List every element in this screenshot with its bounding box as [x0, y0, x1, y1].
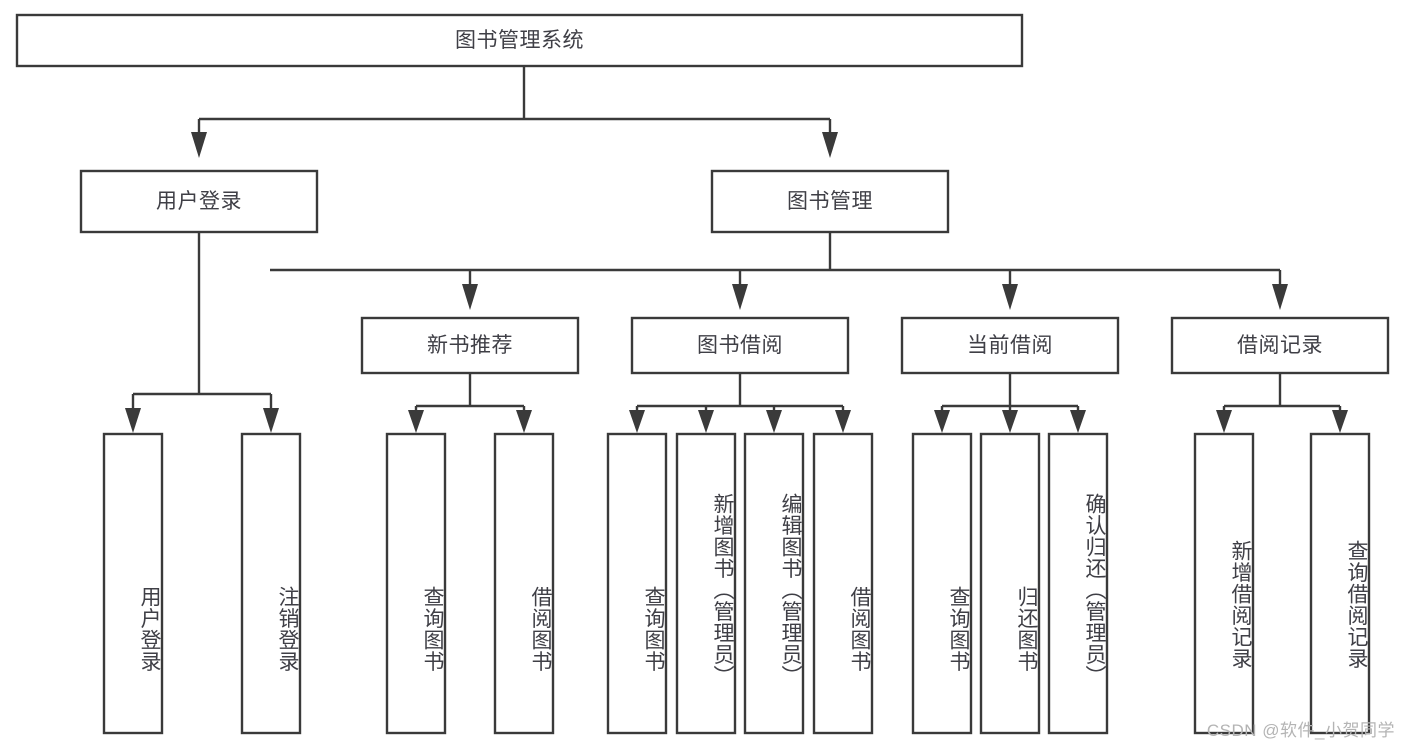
arrowhead-br-leaf-1 — [1216, 410, 1232, 433]
leaf-box-logout[interactable] — [240, 432, 302, 735]
node-root-box[interactable] — [15, 13, 1024, 68]
arrowhead-book-mgmt — [822, 132, 838, 158]
arrowhead-user-login — [191, 132, 207, 158]
leaf-box-cb-return[interactable] — [979, 432, 1041, 735]
leaf-box-bb-query[interactable] — [606, 432, 668, 735]
leaf-box-nb-borrow[interactable] — [493, 432, 555, 735]
leaf-box-br-query[interactable] — [1309, 432, 1371, 735]
leaf-box-cb-query[interactable] — [911, 432, 973, 735]
arrowhead-borrow-records — [1272, 284, 1288, 310]
arrowhead-bb-leaf-4 — [835, 410, 851, 433]
arrowhead-bb-leaf-3 — [766, 410, 782, 433]
arrowhead-leaf-logout — [263, 408, 279, 433]
arrowhead-cb-leaf-3 — [1070, 410, 1086, 433]
arrowhead-current-borrow — [1002, 284, 1018, 310]
leaf-box-bb-edit[interactable] — [743, 432, 805, 735]
arrowhead-br-leaf-2 — [1332, 410, 1348, 433]
node-current-borrow-box[interactable] — [900, 316, 1120, 375]
leaf-box-user-login[interactable] — [102, 432, 164, 735]
arrowhead-nb-leaf-2 — [516, 410, 532, 433]
leaf-box-bb-add[interactable] — [675, 432, 737, 735]
arrowhead-cb-leaf-2 — [1002, 410, 1018, 433]
node-new-book-box[interactable] — [360, 316, 580, 375]
leaf-box-bb-borrow[interactable] — [812, 432, 874, 735]
node-borrow-records-box[interactable] — [1170, 316, 1390, 375]
arrowhead-bb-leaf-1 — [629, 410, 645, 433]
arrowhead-nb-leaf-1 — [408, 410, 424, 433]
leaf-box-nb-query[interactable] — [385, 432, 447, 735]
leaf-box-cb-confirm[interactable] — [1047, 432, 1109, 735]
node-user-login-box[interactable] — [79, 169, 319, 234]
arrowhead-cb-leaf-1 — [934, 410, 950, 433]
node-book-mgmt-box[interactable] — [710, 169, 950, 234]
arrowhead-bb-leaf-2 — [698, 410, 714, 433]
arrowhead-new-book — [462, 284, 478, 310]
arrowhead-book-borrow — [732, 284, 748, 310]
arrowhead-leaf-user-login — [125, 408, 141, 433]
node-book-borrow-box[interactable] — [630, 316, 850, 375]
leaf-box-br-add[interactable] — [1193, 432, 1255, 735]
